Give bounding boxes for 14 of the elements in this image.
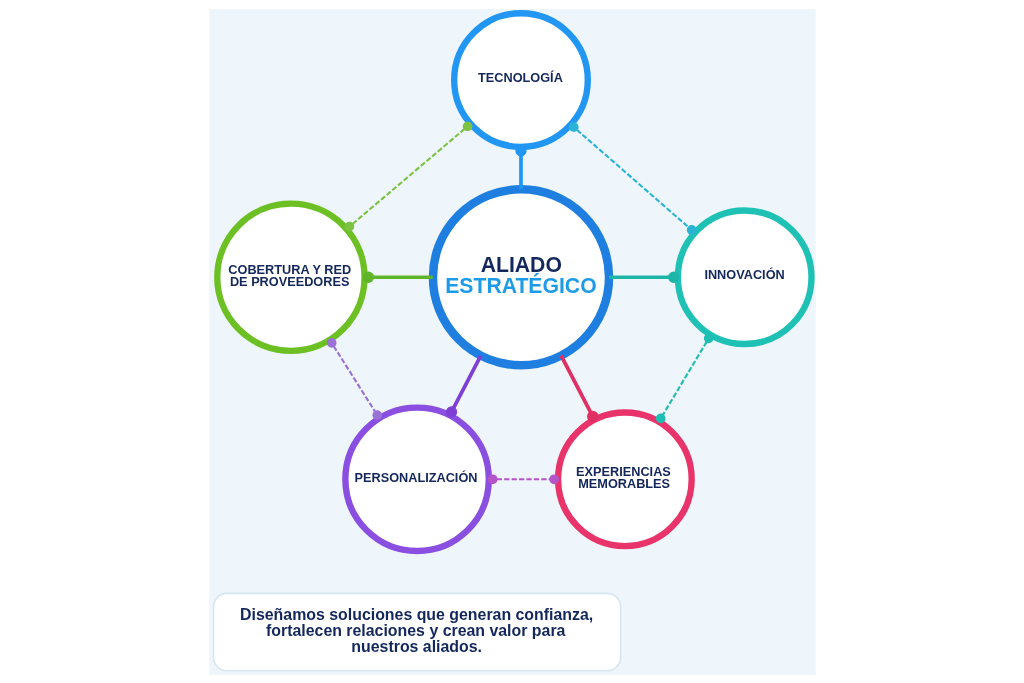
- node-circle: ALIADO ESTRATÉGICO: [428, 184, 613, 370]
- node-box: Diseñamos soluciones que generan confianza, fortalecen relaciones y crean valor para nuestros aliados.: [212, 592, 621, 672]
- connector: [362, 271, 433, 283]
- connector: [608, 271, 679, 283]
- connector: [326, 337, 382, 420]
- connector: [445, 354, 482, 418]
- node-circle: TECNOLOGÍA: [450, 9, 591, 150]
- connector: [559, 354, 598, 422]
- connector: [344, 121, 472, 231]
- connector: [487, 473, 559, 484]
- connector: [568, 121, 697, 235]
- node-circle: COBERTURA Y RED DE PROVEEDORES: [213, 199, 368, 354]
- connector: [655, 332, 714, 423]
- node-circle: INNOVACIÓN: [674, 206, 815, 347]
